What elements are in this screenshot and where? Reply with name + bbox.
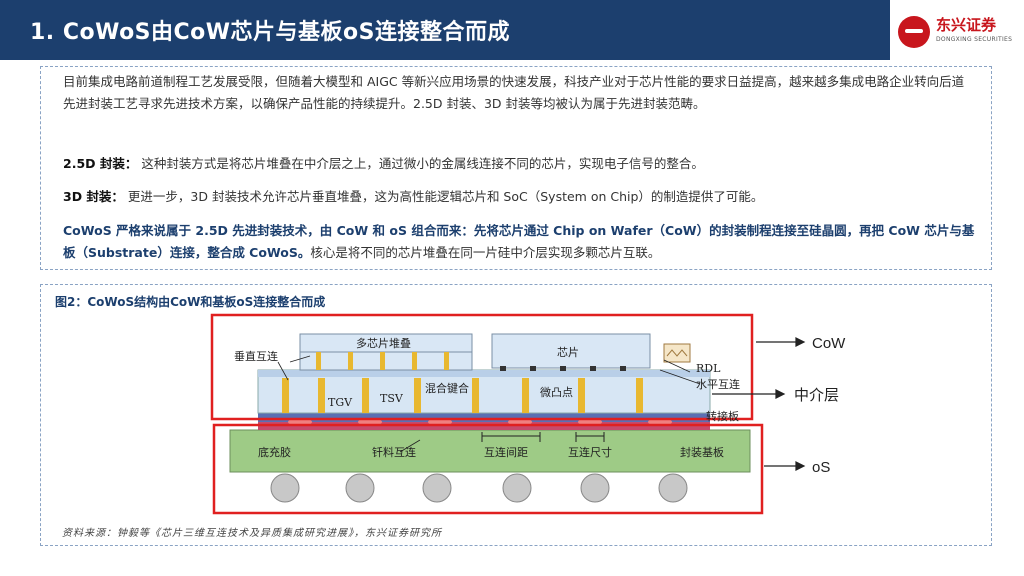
label-3d: 3D 封装：: [63, 189, 124, 204]
figure-title: 图2：CoWoS结构由CoW和基板oS连接整合而成: [55, 295, 326, 309]
cow-outline: [210, 313, 754, 421]
adapter-layer: [258, 413, 710, 422]
source-note: 资料来源：钟毅等《芯片三维互连技术及异质集成研究进展》，东兴证券研究所: [62, 528, 442, 539]
paragraph-intro: 目前集成电路前道制程工艺发展受限，但随着大模型和 AIGC 等新兴应用场景的快速…: [63, 74, 965, 111]
label-adapter: 转接板: [706, 409, 739, 423]
label-pitch: 互连间距: [484, 446, 528, 459]
label-microbump: 微凸点: [540, 385, 573, 399]
cowos-rest: 核心是将不同的芯片堆叠在同一片硅中介层实现多颗芯片互联。: [310, 245, 661, 260]
text-2-5d: 这种封装方式是将芯片堆叠在中介层之上，通过微小的金属线连接不同的芯片，实现电子信…: [137, 156, 704, 171]
company-logo: 东兴证券 DONGXING SECURITIES: [898, 12, 1018, 52]
interposer: [257, 369, 711, 414]
rdl-inset: [663, 343, 691, 363]
logo-text-cn: 东兴证券: [936, 16, 997, 34]
package-substrate: [229, 429, 751, 473]
header-bar: 1. CoWoS由CoW芯片与基板oS连接整合而成: [0, 0, 890, 60]
label-underfill: 底充胶: [258, 445, 291, 459]
label-interposer: 中介层: [794, 386, 839, 404]
label-2-5d: 2.5D 封装：: [63, 156, 138, 171]
page-title: 1. CoWoS由CoW芯片与基板oS连接整合而成: [30, 20, 511, 45]
logo-mark-icon: [898, 16, 930, 48]
solder-balls: [270, 473, 688, 503]
cowos-highlight: CoWoS 严格来说属于 2.5D 先进封装技术，由 CoW 和 oS 组合而来…: [63, 223, 975, 260]
label-stack: 多芯片堆叠: [356, 336, 411, 350]
label-substrate: 封装基板: [680, 445, 724, 459]
label-chip: 芯片: [557, 345, 579, 359]
label-solder: 钎料互连: [372, 445, 416, 459]
label-os: oS: [812, 459, 830, 476]
label-cow: CoW: [812, 335, 846, 352]
label-tgv: TGV: [328, 396, 353, 409]
label-tsv: TSV: [380, 392, 404, 405]
paragraph-2-5d: 2.5D 封装： 这种封装方式是将芯片堆叠在中介层之上，通过微小的金属线连接不同…: [63, 153, 975, 175]
chip-block: [491, 333, 651, 369]
paragraph-3d: 3D 封装： 更进一步，3D 封装技术允许芯片垂直堆叠，这为高性能逻辑芯片和 S…: [63, 186, 975, 208]
text-3d: 更进一步，3D 封装技术允许芯片垂直堆叠，这为高性能逻辑芯片和 SoC（Syst…: [123, 189, 764, 204]
label-horizontal: 水平互连: [696, 378, 740, 391]
content-box: 目前集成电路前道制程工艺发展受限，但随着大模型和 AIGC 等新兴应用场景的快速…: [40, 66, 992, 270]
figure-box: 图2：CoWoS结构由CoW和基板oS连接整合而成: [40, 284, 992, 546]
label-rdl: RDL: [696, 362, 721, 375]
label-size: 互连尺寸: [568, 445, 612, 459]
os-outline: [212, 423, 764, 515]
paragraph-cowos: CoWoS 严格来说属于 2.5D 先进封装技术，由 CoW 和 oS 组合而来…: [63, 220, 975, 264]
label-vertical: 垂直互连: [234, 349, 278, 363]
label-hybrid: 混合键合: [425, 381, 469, 395]
logo-text-en: DONGXING SECURITIES: [936, 36, 1013, 43]
